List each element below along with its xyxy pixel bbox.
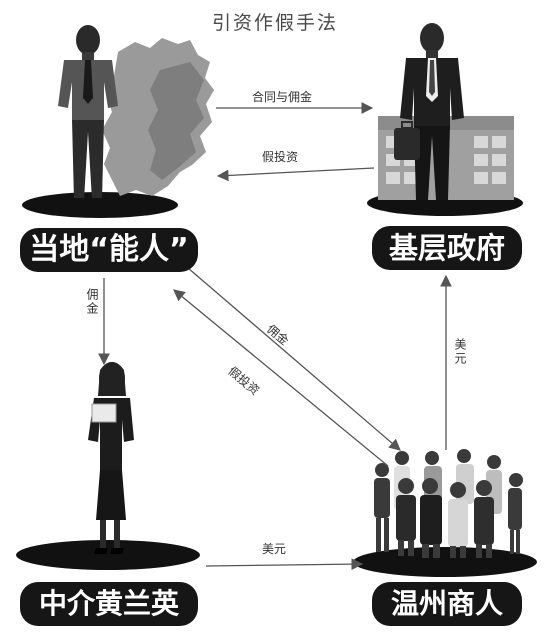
edge-label-usd-bottom: 美元 <box>262 542 287 556</box>
ground-shadow-local-fixer <box>22 192 178 218</box>
node-grassroots-government: 基层政府 <box>372 226 522 270</box>
arrow-government-to-fixer <box>216 167 375 182</box>
node-wenzhou-merchants: 温州商人 <box>372 582 522 626</box>
merchants-group-icon <box>374 449 523 558</box>
edge-label-contract-and-commission: 合同与佣金 <box>252 90 313 104</box>
ground-shadow-intermediary <box>16 540 200 570</box>
arrow-merchants-to-fixer <box>173 289 389 467</box>
arrow-intermediary-to-merchants <box>205 558 364 570</box>
local-fixer-figure-icon <box>58 25 118 204</box>
edge-label-usd-right: 美元 <box>453 338 467 366</box>
government-official-figure-icon <box>394 23 464 200</box>
node-local-fixer: 当地“能人” <box>20 228 198 272</box>
intermediary-figure-icon <box>88 362 134 554</box>
edge-label-fake-investment-top: 假投资 <box>262 150 299 164</box>
edge-label-commission-left: 佣金 <box>85 288 99 316</box>
node-intermediary: 中介黄兰英 <box>20 582 198 626</box>
arrow-fixer-to-merchants <box>187 267 401 451</box>
diagram-title: 引资作假手法 <box>211 12 338 34</box>
map-silhouette-shade <box>148 62 204 180</box>
